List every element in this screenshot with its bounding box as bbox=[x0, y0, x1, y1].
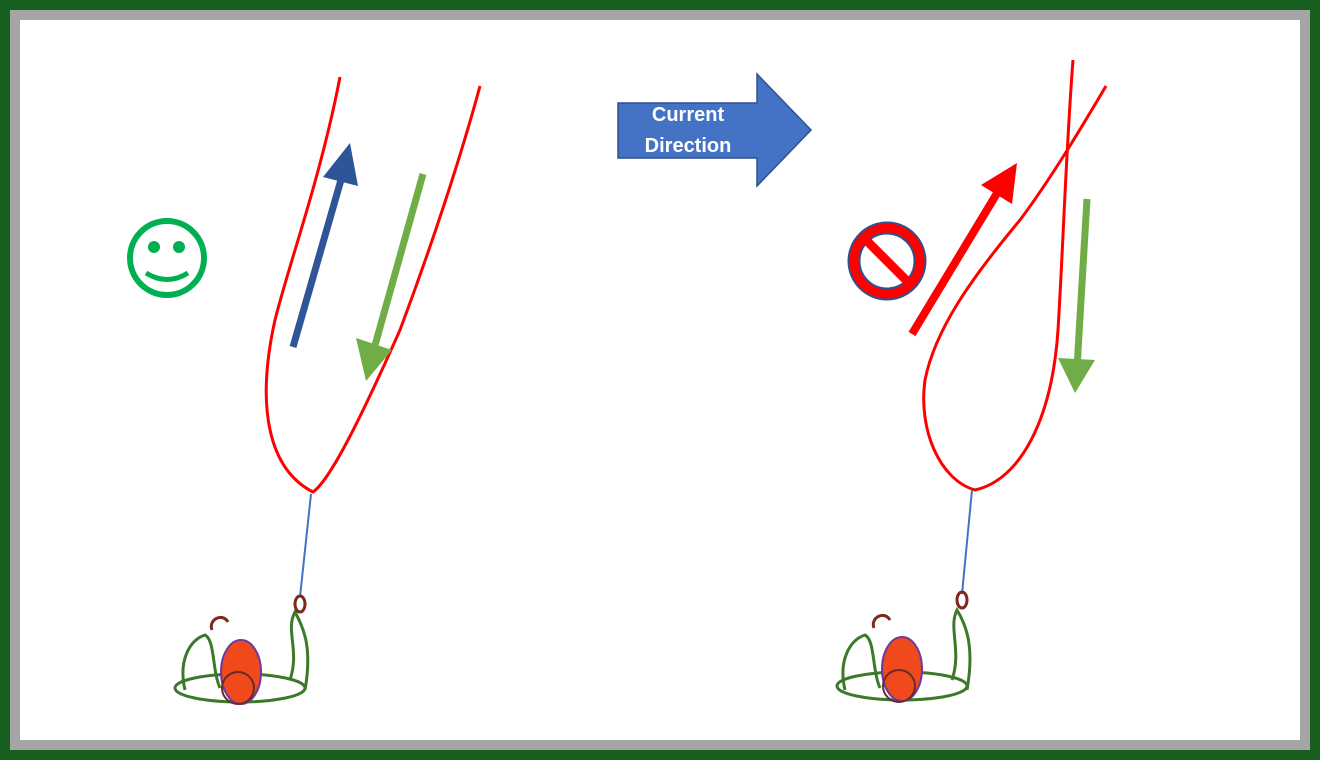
callout-line-1: Current bbox=[651, 104, 725, 126]
prohibited-icon bbox=[847, 221, 927, 301]
green-down-arrow-icon bbox=[1058, 198, 1095, 393]
blue-up-arrow-icon bbox=[289, 143, 358, 348]
kiter-figure-right bbox=[835, 590, 972, 703]
current-direction-label: Current Direction bbox=[618, 100, 758, 162]
tether-right bbox=[961, 489, 973, 595]
kiter-figure-left bbox=[173, 594, 310, 705]
tether-left bbox=[299, 493, 312, 598]
left-panel bbox=[127, 76, 482, 705]
callout-line-2: Direction bbox=[644, 135, 732, 157]
current-direction-arrow-icon bbox=[617, 72, 813, 188]
smiley-face-icon bbox=[127, 218, 207, 298]
line-loop-correct bbox=[264, 76, 482, 494]
green-down-arrow-icon bbox=[356, 173, 427, 381]
red-up-arrow-icon bbox=[908, 163, 1017, 337]
right-panel bbox=[835, 59, 1108, 703]
line-loop-incorrect bbox=[922, 59, 1108, 492]
